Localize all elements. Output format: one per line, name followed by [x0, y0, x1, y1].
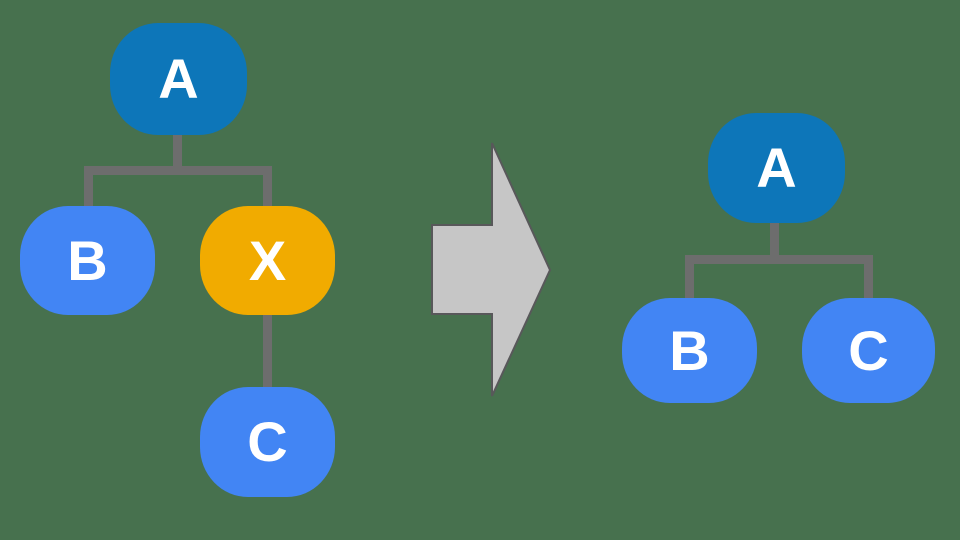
connector-after-root-stem: [770, 220, 779, 260]
before-tree-node-a-label: A: [158, 47, 199, 110]
after-tree-node-a: A: [708, 113, 845, 223]
after-tree-node-a-label: A: [756, 136, 797, 199]
after-tree-node-c-label: C: [848, 318, 889, 382]
after-tree-node-b-label: B: [669, 318, 710, 382]
before-tree-node-b: B: [20, 206, 155, 315]
connector-before-x-to-c: [263, 310, 272, 390]
before-tree-node-a: A: [110, 23, 247, 135]
connector-before-drop-to-b: [84, 167, 93, 209]
connector-before-root-stem: [173, 131, 182, 175]
connector-after-drop-to-b: [685, 256, 694, 301]
before-tree-node-c-label: C: [247, 410, 288, 473]
before-tree-node-b-label: B: [67, 228, 108, 292]
before-tree-node-c: C: [200, 387, 335, 497]
connector-after-drop-to-c: [864, 256, 873, 301]
before-tree-node-x-highlighted: X: [200, 206, 335, 315]
after-tree-node-b: B: [622, 298, 757, 403]
connector-after-horizontal: [685, 255, 873, 264]
before-tree-node-x-label: X: [248, 228, 287, 292]
connector-before-drop-to-x: [263, 167, 272, 209]
connector-before-horizontal: [84, 166, 272, 175]
after-tree-node-c: C: [802, 298, 935, 403]
